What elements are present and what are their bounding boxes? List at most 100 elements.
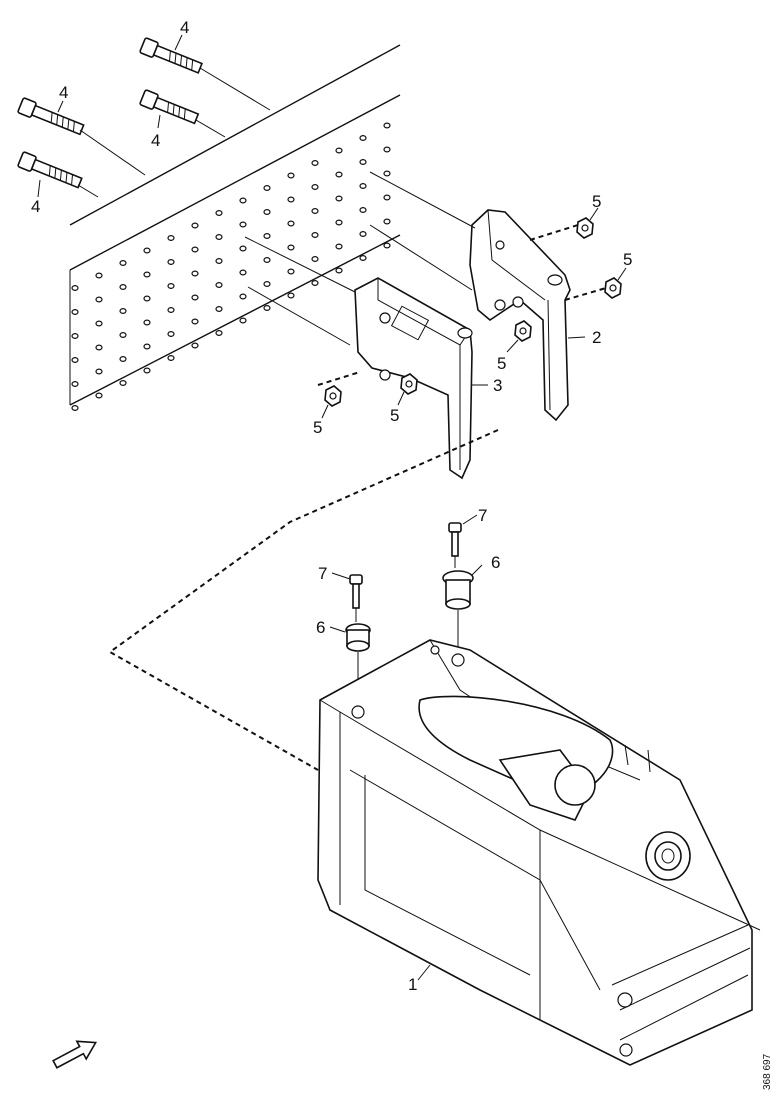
callout-5-e: 5: [390, 406, 399, 425]
frame-hole: [263, 281, 271, 288]
frame-hole: [335, 147, 343, 154]
callout-6-right: 6: [491, 553, 500, 572]
frame-hole: [95, 344, 103, 351]
frame-hole: [263, 185, 271, 192]
callout-2: 2: [592, 328, 601, 347]
frame-hole: [215, 234, 223, 241]
frame-hole: [143, 295, 151, 302]
frame-hole: [95, 392, 103, 399]
callout-4-lower-left: 4: [31, 197, 40, 216]
bolt-7-left: [349, 574, 363, 622]
frame-hole: [119, 260, 127, 267]
frame-hole: [311, 184, 319, 191]
frame-hole: [311, 256, 319, 263]
frame-hole: [167, 331, 175, 338]
frame-hole: [95, 296, 103, 303]
callout-4-top: 4: [180, 18, 189, 37]
frame-hole: [311, 280, 319, 287]
frame-hole: [143, 367, 151, 374]
callout-7-right: 7: [478, 506, 487, 525]
assembly-leader-lines: [244, 171, 607, 386]
frame-hole: [383, 146, 391, 153]
frame-hole: [119, 284, 127, 291]
frame-hole: [287, 268, 295, 275]
bolt-7-right: [448, 522, 462, 568]
frame-hole: [383, 170, 391, 177]
frame-hole: [191, 270, 199, 277]
frame-hole: [71, 381, 79, 388]
frame-hole: [287, 244, 295, 251]
bolt-4-lower-left: [17, 151, 83, 189]
frame-hole: [95, 368, 103, 375]
frame-hole: [167, 235, 175, 242]
frame-hole: [191, 222, 199, 229]
frame-hole: [383, 122, 391, 129]
frame-hole: [263, 257, 271, 264]
frame-hole: [383, 218, 391, 225]
frame-hole: [239, 221, 247, 228]
frame-hole: [287, 220, 295, 227]
frame-hole: [143, 343, 151, 350]
frame-hole: [167, 355, 175, 362]
frame-hole: [119, 356, 127, 363]
frame-hole: [335, 267, 343, 274]
frame-hole: [287, 196, 295, 203]
callout-6-left: 6: [316, 618, 325, 637]
frame-hole: [119, 380, 127, 387]
callout-labels: 1 2 3 4 4 4 4 5 5 5 5 5 6 6 7 7: [31, 18, 632, 994]
frame-hole: [95, 320, 103, 327]
frame-hole: [239, 245, 247, 252]
frame-hole: [263, 305, 271, 312]
nut-5-e: [400, 373, 418, 395]
spacer-6-left: [345, 623, 371, 692]
frame-hole: [215, 258, 223, 265]
callout-4-middle: 4: [151, 131, 160, 150]
nut-5-a: [576, 217, 594, 239]
frame-hole: [167, 283, 175, 290]
spacer-6-right: [442, 570, 474, 648]
frame-hole: [71, 333, 79, 340]
frame-hole: [71, 405, 79, 412]
bolt-4-upper-left: [17, 97, 85, 136]
frame-hole: [335, 219, 343, 226]
callout-7-left: 7: [318, 564, 327, 583]
frame-hole: [95, 272, 103, 279]
frame-hole: [263, 209, 271, 216]
frame-hole: [359, 159, 367, 166]
document-number: 368 697: [762, 1053, 773, 1090]
frame-hole: [335, 195, 343, 202]
callout-1: 1: [408, 975, 417, 994]
bolt-4-top: [139, 37, 203, 74]
frame-hole: [359, 231, 367, 238]
frame-hole: [263, 233, 271, 240]
frame-rail-holes: [71, 122, 391, 412]
frame-hole: [287, 172, 295, 179]
frame-hole: [143, 319, 151, 326]
frame-hole: [215, 306, 223, 313]
arrow-up-right-icon: [52, 1040, 97, 1069]
frame-rail: [69, 44, 401, 412]
frame-hole: [359, 255, 367, 262]
frame-hole: [191, 294, 199, 301]
frame-hole: [215, 330, 223, 337]
frame-hole: [71, 357, 79, 364]
frame-hole: [167, 307, 175, 314]
frame-hole: [383, 194, 391, 201]
frame-hole: [359, 183, 367, 190]
fuel-tank: [317, 639, 761, 1066]
nut-5-d: [324, 385, 342, 407]
frame-hole: [287, 292, 295, 299]
frame-hole: [119, 308, 127, 315]
frame-hole: [191, 318, 199, 325]
frame-hole: [71, 309, 79, 316]
frame-hole: [311, 232, 319, 239]
frame-hole: [215, 210, 223, 217]
frame-hole: [335, 243, 343, 250]
frame-hole: [239, 197, 247, 204]
frame-hole: [239, 269, 247, 276]
frame-hole: [167, 259, 175, 266]
frame-hole: [383, 242, 391, 249]
callout-4-upper-left: 4: [59, 83, 68, 102]
callout-5-a: 5: [592, 192, 601, 211]
